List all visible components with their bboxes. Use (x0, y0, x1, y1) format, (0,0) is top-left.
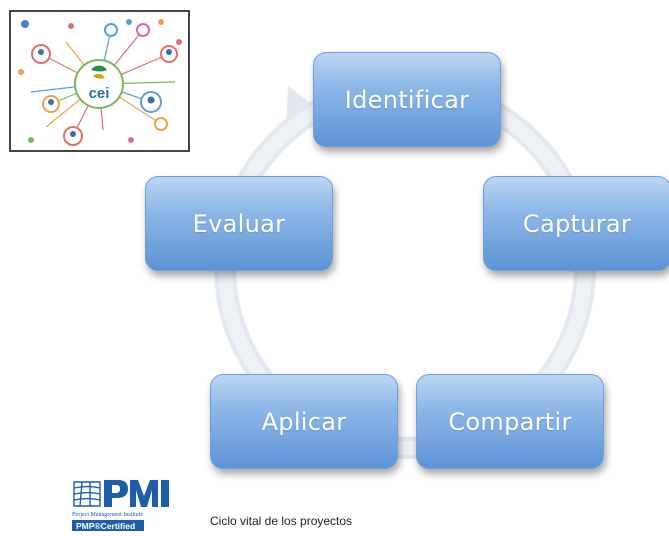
node-aplicar: Aplicar (210, 374, 398, 469)
pmi-pmp-certified-logo: Project Management Institute PMP®Certifi… (70, 476, 196, 532)
cei-network-logo: cei (9, 10, 190, 152)
cei-logo-text: cei (89, 85, 110, 102)
node-capturar-label: Capturar (522, 209, 632, 238)
cei-network-image: cei (18, 19, 182, 146)
node-compartir: Compartir (416, 374, 604, 469)
pmp-certified-text: PMP®Certified (76, 521, 135, 531)
node-evaluar-label: Evaluar (192, 209, 286, 238)
pmi-institute-text: Project Management Institute (72, 512, 143, 518)
node-compartir-label: Compartir (448, 407, 572, 436)
node-identificar: Identificar (313, 52, 501, 147)
node-identificar-label: Identificar (344, 85, 470, 114)
node-evaluar: Evaluar (145, 176, 333, 271)
node-capturar: Capturar (483, 176, 669, 271)
node-aplicar-label: Aplicar (261, 407, 347, 436)
diagram-caption: Ciclo vital de los proyectos (210, 514, 353, 528)
